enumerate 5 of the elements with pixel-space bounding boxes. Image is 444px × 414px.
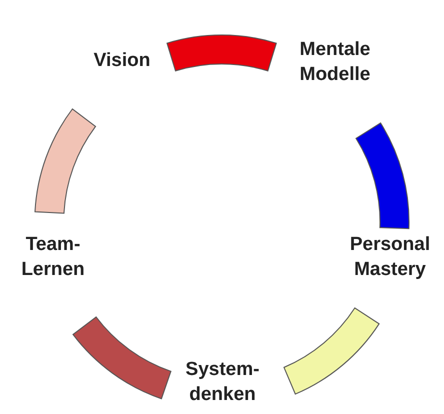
segment-label: Team-Lernen <box>20 232 86 282</box>
segment-label: System-denken <box>184 358 260 407</box>
segment-label: Vision <box>92 49 152 73</box>
segment-label: Mentale Modelle <box>298 38 372 87</box>
segment-label: Personal Mastery <box>348 233 432 282</box>
